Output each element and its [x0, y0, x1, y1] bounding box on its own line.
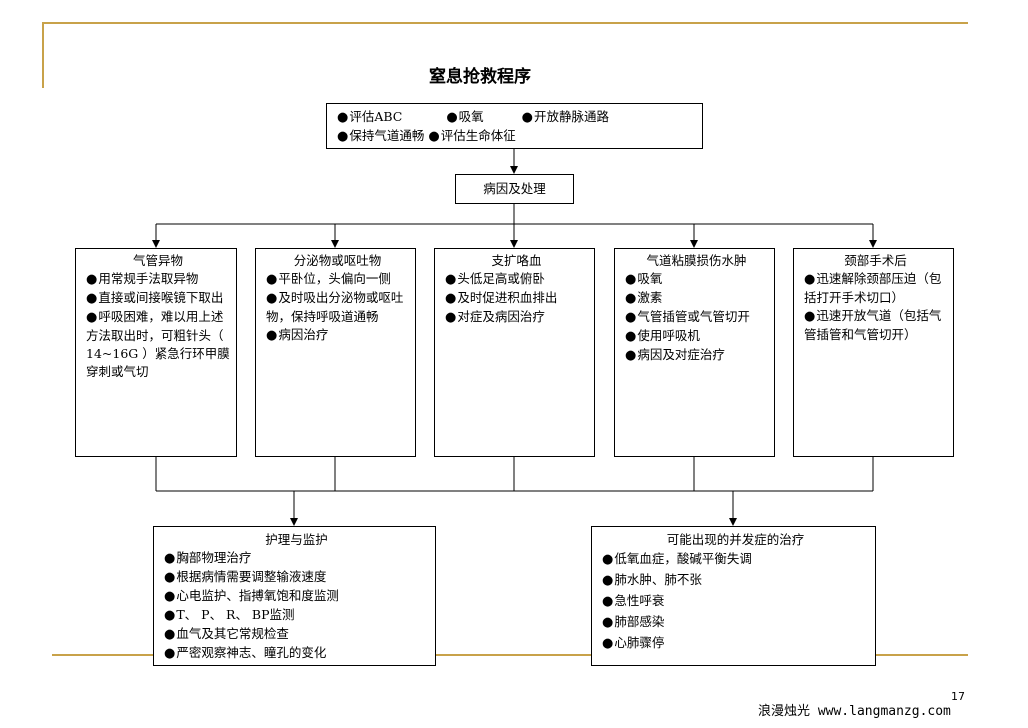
bullet-icon: ●: [804, 309, 816, 324]
list-item: ●迅速解除颈部压迫（包括打开手术切口）: [804, 271, 942, 305]
footer-watermark: 浪漫烛光 www.langmanzg.com: [758, 704, 951, 719]
bullet-icon: ●: [602, 615, 614, 630]
action-airway: 保持气道通畅: [349, 128, 425, 143]
complication-treatment-box: 可能出现的并发症的治疗 ●低氧血症，酸碱平衡失调 ●肺水肿、肺不张 ●急性呼衰 …: [591, 526, 876, 666]
list-item: ●低氧血症，酸碱平衡失调: [602, 551, 752, 567]
list-item: ●严密观察神志、瞳孔的变化: [164, 645, 327, 661]
list-item: ●肺部感染: [602, 614, 665, 630]
list-item: ●用常规手法取异物: [86, 271, 199, 287]
initial-assessment-row-2: ●保持气道通畅 ●评估生命体征: [337, 127, 702, 146]
bullet-icon: ●: [86, 310, 98, 325]
list-item: ●直接或间接喉镜下取出: [86, 290, 224, 306]
list-item: ●急性呼衰: [602, 593, 665, 609]
bullet-icon: ●: [625, 272, 637, 287]
list-item: ●病因治疗: [266, 327, 329, 343]
bullet-icon: ●: [602, 573, 614, 588]
list-item: ●迅速开放气道（包括气管插管和气管切开）: [804, 308, 942, 342]
bullet-icon: ●: [445, 310, 457, 325]
bullet-icon: ●: [445, 272, 457, 287]
bullet-icon: ●: [625, 291, 637, 306]
bullet-icon: ●: [445, 291, 457, 306]
cause-title: 支扩咯血: [491, 253, 542, 268]
action-vital-signs: 评估生命体征: [440, 128, 516, 143]
list-item: ●心肺骤停: [602, 635, 665, 651]
bullet-icon: ●: [164, 646, 176, 661]
action-evaluate-abc: 评估ABC: [349, 109, 403, 124]
bullet-icon: ●: [164, 570, 176, 585]
list-item: ●头低足高或俯卧: [445, 271, 545, 287]
list-item: ●病因及对症治疗: [625, 347, 725, 363]
box-title: 可能出现的并发症的治疗: [666, 532, 805, 547]
list-item: ●及时吸出分泌物或呕吐物，保持呼吸道通畅: [266, 290, 404, 324]
bullet-icon: ●: [86, 291, 98, 306]
bullet-icon: ●: [602, 594, 614, 609]
bullet-icon: ●: [337, 110, 349, 125]
initial-assessment-box: ●评估ABC ●吸氧 ●开放静脉通路 ●保持气道通畅 ●评估生命体征: [326, 103, 703, 149]
bullet-icon: ●: [266, 328, 278, 343]
page-number: 17: [951, 690, 965, 703]
list-item: ●心电监护、指搏氧饱和度监测: [164, 588, 339, 604]
bullet-icon: ●: [266, 272, 278, 287]
list-item: ●根据病情需要调整输液速度: [164, 569, 327, 585]
list-item: ●激素: [625, 290, 663, 306]
list-item: ●气管插管或气管切开: [625, 309, 750, 325]
bullet-icon: ●: [804, 272, 816, 287]
cause-box-hemoptysis: 支扩咯血 ●头低足高或俯卧 ●及时促进积血排出 ●对症及病因治疗: [434, 248, 595, 457]
bullet-icon: ●: [164, 589, 176, 604]
bullet-icon: ●: [337, 129, 349, 144]
cause-title: 气道粘膜损伤水肿: [646, 253, 747, 268]
bullet-icon: ●: [521, 110, 533, 125]
cause-box-foreign-body: 气管异物 ●用常规手法取异物 ●直接或间接喉镜下取出 ●呼吸困难，难以用上述方法…: [75, 248, 237, 457]
nursing-monitoring-box: 护理与监护 ●胸部物理治疗 ●根据病情需要调整输液速度 ●心电监护、指搏氧饱和度…: [153, 526, 436, 666]
list-item: ●使用呼吸机: [625, 328, 700, 344]
bullet-icon: ●: [625, 310, 637, 325]
list-item: ●T、 P、 R、 BP监测: [164, 607, 295, 623]
cause-box-mucosal-edema: 气道粘膜损伤水肿 ●吸氧 ●激素 ●气管插管或气管切开 ●使用呼吸机 ●病因及对…: [614, 248, 775, 457]
bullet-icon: ●: [428, 129, 440, 144]
cause-box-neck-surgery: 颈部手术后 ●迅速解除颈部压迫（包括打开手术切口） ●迅速开放气道（包括气管插管…: [793, 248, 954, 457]
cause-title: 颈部手术后: [844, 253, 907, 268]
bottom-horizontal-rule: [52, 654, 968, 656]
action-iv-access: 开放静脉通路: [534, 109, 610, 124]
list-item: ●呼吸困难，难以用上述方法取出时，可粗针头（ 14~16G ）紧急行环甲膜穿刺或…: [86, 309, 230, 379]
cause-box-secretions: 分泌物或呕吐物 ●平卧位，头偏向一侧 ●及时吸出分泌物或呕吐物，保持呼吸道通畅 …: [255, 248, 416, 457]
box-title: 护理与监护: [265, 532, 328, 547]
bullet-icon: ●: [86, 272, 98, 287]
list-item: ●对症及病因治疗: [445, 309, 545, 325]
top-left-vertical-rule: [42, 22, 44, 88]
list-item: ●吸氧: [625, 271, 663, 287]
bullet-icon: ●: [625, 348, 637, 363]
bullet-icon: ●: [266, 291, 278, 306]
bullet-icon: ●: [602, 552, 614, 567]
page-title: 窒息抢救程序: [429, 67, 531, 87]
list-item: ●血气及其它常规检查: [164, 626, 289, 642]
bullet-icon: ●: [446, 110, 458, 125]
cause-title: 气管异物: [132, 253, 183, 268]
list-item: ●平卧位，头偏向一侧: [266, 271, 391, 287]
list-item: ●胸部物理治疗: [164, 550, 252, 566]
list-item: ●肺水肿、肺不张: [602, 572, 702, 588]
cause-treatment-box: 病因及处理: [455, 174, 574, 204]
initial-assessment-row-1: ●评估ABC ●吸氧 ●开放静脉通路: [337, 108, 702, 127]
action-oxygen: 吸氧: [458, 109, 484, 124]
bullet-icon: ●: [164, 608, 176, 623]
top-horizontal-rule: [42, 22, 968, 24]
list-item: ●及时促进积血排出: [445, 290, 558, 306]
bullet-icon: ●: [602, 636, 614, 651]
bullet-icon: ●: [164, 627, 176, 642]
bullet-icon: ●: [625, 329, 637, 344]
bullet-icon: ●: [164, 551, 176, 566]
cause-title: 分泌物或呕吐物: [293, 253, 382, 268]
